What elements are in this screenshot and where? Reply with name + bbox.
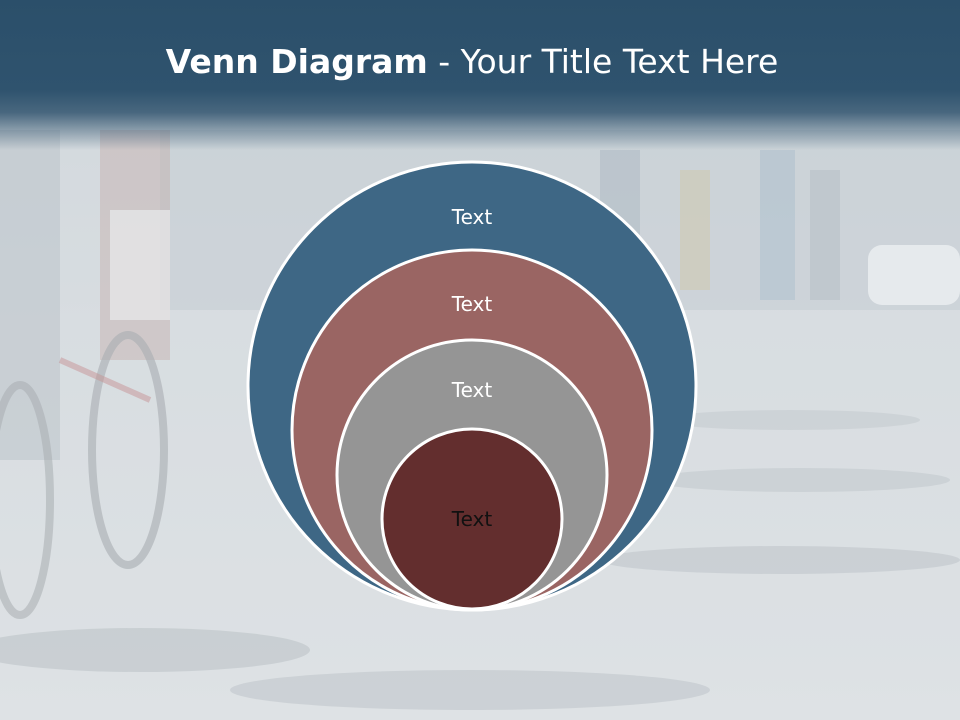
slide-title: Venn Diagram - Your Title Text Here xyxy=(0,40,944,84)
title-bold: Venn Diagram xyxy=(165,42,428,81)
circle-third-label: Text xyxy=(451,378,493,402)
title-rest: - Your Title Text Here xyxy=(427,42,779,81)
circle-inner-label: Text xyxy=(451,507,493,531)
circle-outer-label: Text xyxy=(451,205,493,229)
title-bar xyxy=(0,0,960,150)
circle-second-label: Text xyxy=(451,292,493,316)
circle-inner[interactable] xyxy=(380,427,564,611)
